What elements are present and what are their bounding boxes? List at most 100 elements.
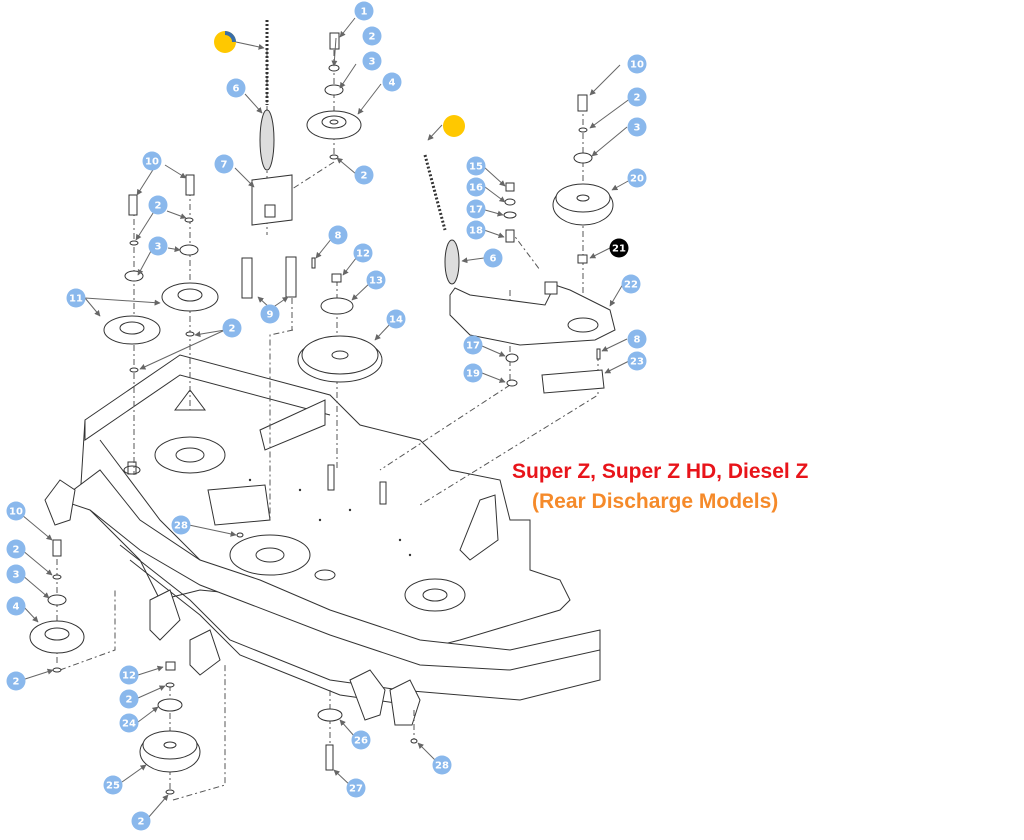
callout-circle	[354, 165, 374, 185]
callout-10: 10	[627, 54, 647, 74]
callout-number: 14	[389, 315, 403, 326]
callout-2: 2	[354, 165, 374, 185]
callout-3: 3	[148, 236, 168, 256]
callout-circle	[66, 288, 86, 308]
callout-circle	[119, 689, 139, 709]
callout-circle	[346, 778, 366, 798]
diagram-subtitle: (Rear Discharge Models)	[532, 490, 779, 513]
callout-2: 2	[6, 671, 26, 691]
callout-number: 18	[469, 226, 483, 237]
callout-circle	[119, 665, 139, 685]
callout-number: 2	[361, 171, 368, 182]
callout-circle	[609, 238, 629, 258]
callout-20: 20	[627, 168, 647, 188]
callout-circle	[627, 351, 647, 371]
callout-circle	[463, 363, 483, 383]
callout-circle	[351, 730, 371, 750]
callout-circle	[366, 270, 386, 290]
callout-circle	[362, 26, 382, 46]
callout-number: 12	[356, 249, 370, 260]
callout-2: 2	[6, 539, 26, 559]
callout-number: 6	[233, 84, 240, 95]
callout-number: 25	[106, 781, 120, 792]
callout-number: 16	[469, 183, 483, 194]
callout-circle	[621, 274, 641, 294]
callout-circle	[483, 248, 503, 268]
callout-26: 26	[351, 730, 371, 750]
callout-number: 10	[9, 507, 23, 518]
callout-2: 2	[222, 318, 242, 338]
callout-19: 19	[463, 363, 483, 383]
callout-circle	[353, 243, 373, 263]
callout-number: 2	[229, 324, 236, 335]
callout-circle	[148, 195, 168, 215]
callout-2: 2	[627, 87, 647, 107]
callout-circle	[131, 811, 151, 831]
callout-number: 10	[630, 60, 644, 71]
callout-circle	[6, 501, 26, 521]
callout-17: 17	[466, 199, 486, 219]
callout-number: 6	[490, 254, 497, 265]
callout-number: 4	[13, 602, 20, 613]
callout-number: 15	[469, 162, 483, 173]
callout-17: 17	[463, 335, 483, 355]
callout-28: 28	[171, 515, 191, 535]
callout-number: 3	[155, 242, 162, 253]
callout-6: 6	[226, 78, 246, 98]
callout-circle	[214, 154, 234, 174]
callout-circle	[432, 755, 452, 775]
callout-12: 12	[119, 665, 139, 685]
callout-circle	[627, 54, 647, 74]
callout-number: 2	[13, 677, 20, 688]
callout-8: 8	[328, 225, 348, 245]
callout-7: 7	[214, 154, 234, 174]
callout-circle	[627, 117, 647, 137]
callout-number: 22	[624, 280, 638, 291]
callout-number: 17	[466, 341, 480, 352]
callout-2: 2	[362, 26, 382, 46]
callout-2: 2	[148, 195, 168, 215]
callout-number: 1	[361, 7, 368, 18]
callout-circle	[627, 168, 647, 188]
callout-circle	[103, 775, 123, 795]
leader-lines	[21, 17, 632, 819]
callout-circle	[6, 564, 26, 584]
callout-number: 8	[634, 335, 641, 346]
callout-circle	[119, 713, 139, 733]
callout-24: 24	[119, 713, 139, 733]
callout-number: 12	[122, 671, 136, 682]
diagram-title: Super Z, Super Z HD, Diesel Z	[512, 460, 809, 483]
callout-10: 10	[142, 151, 162, 171]
callout-3: 3	[627, 117, 647, 137]
callout-number: 2	[138, 817, 145, 828]
callout-14: 14	[386, 309, 406, 329]
mower-deck	[44, 354, 601, 726]
callout-circle	[466, 156, 486, 176]
callout-circle	[362, 51, 382, 71]
callout-22: 22	[621, 274, 641, 294]
callout-number: 2	[155, 201, 162, 212]
callout-number: 4	[389, 78, 396, 89]
callout-number: 8	[335, 231, 342, 242]
callout-11: 11	[66, 288, 86, 308]
callout-16: 16	[466, 177, 486, 197]
callout-number: 7	[221, 160, 228, 171]
callout-number: 21	[612, 244, 626, 255]
callout-number: 24	[122, 719, 136, 730]
callout-number: 26	[354, 736, 368, 747]
callout-number: 3	[13, 570, 20, 581]
callout-13: 13	[366, 270, 386, 290]
callout-12: 12	[353, 243, 373, 263]
callout-circle	[226, 78, 246, 98]
callout-6: 6	[483, 248, 503, 268]
callout-number: 28	[435, 761, 449, 772]
callout-circle	[6, 596, 26, 616]
callout-circle	[382, 72, 402, 92]
callout-25: 25	[103, 775, 123, 795]
callout-number: 20	[630, 174, 644, 185]
callout-number: 17	[469, 205, 483, 216]
callout-number: 3	[634, 123, 641, 134]
callout-15: 15	[466, 156, 486, 176]
callout-number: 23	[630, 357, 644, 368]
